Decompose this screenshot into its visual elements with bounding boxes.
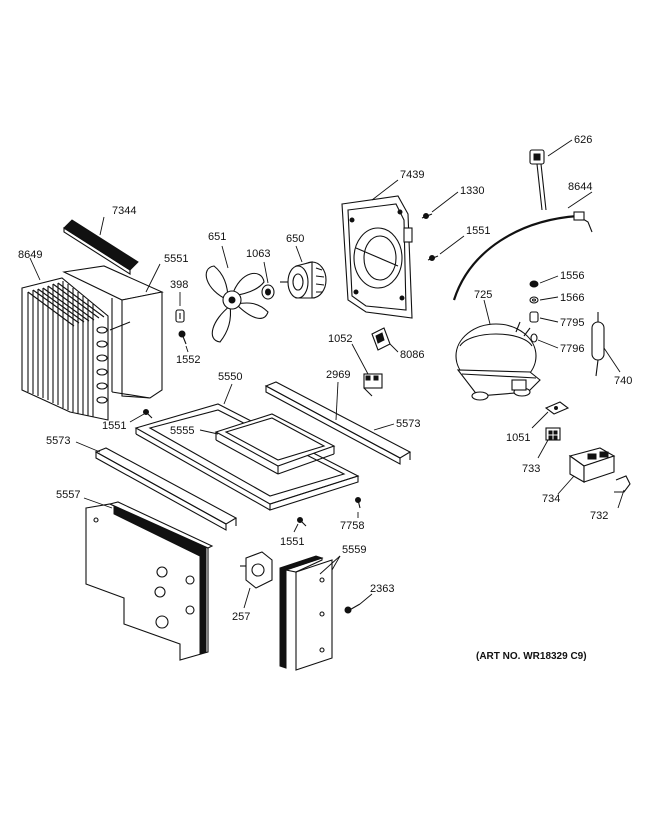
fan-blade-part (205, 265, 269, 343)
part-label: 1556 (560, 270, 584, 282)
part-label: 7795 (560, 317, 584, 329)
fan-nut-part (261, 284, 275, 300)
part-label: 5559 (342, 544, 366, 556)
drier-part (591, 312, 605, 377)
part-label: 5573 (46, 435, 70, 447)
part-label: 5557 (56, 489, 80, 501)
part-label: 1052 (328, 333, 352, 345)
part-label: 7796 (560, 343, 584, 355)
part-label: 1330 (460, 185, 484, 197)
part-label: 734 (542, 493, 560, 505)
part-label: 1552 (176, 354, 200, 366)
part-label: 1551 (466, 225, 490, 237)
part-label: 1551 (102, 420, 126, 432)
part-label: 5573 (396, 418, 420, 430)
fan-motor-part (280, 261, 327, 299)
clip-part (175, 309, 185, 323)
part-label: 5551 (164, 253, 188, 265)
part-label: 8644 (568, 181, 592, 193)
part-label: 398 (170, 279, 188, 291)
power-cord-part (452, 211, 593, 301)
side-panel-part (279, 555, 333, 671)
screw-part (421, 213, 433, 219)
relay-part (363, 373, 383, 397)
support-rail-part (264, 381, 412, 465)
part-label: 725 (474, 289, 492, 301)
part-label: 7758 (340, 520, 364, 532)
part-label: 1566 (560, 292, 584, 304)
fitting-part (529, 311, 539, 323)
screw-part (297, 517, 307, 527)
part-label: 7439 (400, 169, 424, 181)
part-label: 8649 (18, 249, 42, 261)
screw-part (355, 497, 361, 509)
relay-part (529, 149, 547, 211)
part-label: 1551 (280, 536, 304, 548)
part-label: 257 (232, 611, 250, 623)
part-labels: 7344 8649 5551 398 1552 651 1063 650 743… (18, 134, 632, 662)
timer-part (240, 551, 273, 589)
grommet-part (529, 280, 539, 288)
part-label: 626 (574, 134, 592, 146)
art-number-note: (ART NO. WR18329 C9) (476, 651, 587, 662)
capacitor-part (371, 327, 391, 351)
part-label: 650 (286, 233, 304, 245)
part-label: 1063 (246, 248, 270, 260)
part-label: 2363 (370, 583, 394, 595)
part-label: 651 (208, 231, 226, 243)
part-label: 732 (590, 510, 608, 522)
bulkhead-panel-part (341, 195, 413, 319)
terminal-block-part (568, 447, 616, 483)
compressor-part (455, 321, 541, 401)
part-label: 740 (614, 375, 632, 387)
screw-part (178, 330, 187, 345)
grille-strip-part (63, 219, 139, 276)
screw-part (344, 603, 361, 614)
fan-shroud-part (62, 265, 164, 399)
part-label: 7344 (112, 205, 136, 217)
inner-frame-part (214, 413, 336, 475)
part-label: 1051 (506, 432, 530, 444)
screw-part (427, 255, 439, 261)
part-label: 733 (522, 463, 540, 475)
fitting-part (530, 333, 538, 343)
terminal-part (544, 401, 570, 415)
condenser-coil-part (21, 277, 109, 421)
bracket-part (614, 475, 631, 493)
part-label: 5555 (170, 425, 194, 437)
base-tray-part (134, 403, 360, 511)
grommet-part (529, 296, 539, 304)
screw-part (143, 409, 153, 419)
part-label: 8086 (400, 349, 424, 361)
part-label: 2969 (326, 369, 350, 381)
connector-part (545, 427, 561, 441)
front-panel-part (85, 501, 214, 661)
support-rail-part (94, 447, 238, 531)
part-label: 5550 (218, 371, 242, 383)
